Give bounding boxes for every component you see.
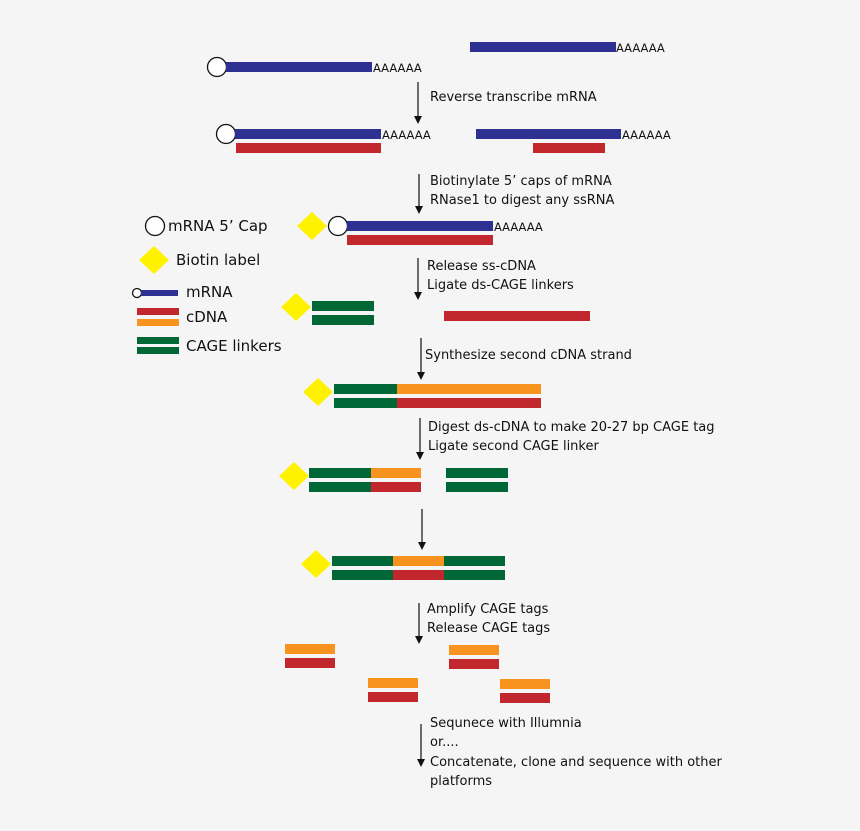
biotin-label-icon [297,212,327,240]
legend: mRNA 5’ Cap Biotin label mRNA cDNA CAGE … [131,215,282,355]
legend-cap-label: mRNA 5’ Cap [168,217,268,235]
stage-biotinylated: AAAAAA [297,212,543,245]
step-label: Sequnece with Illumnia [430,716,582,731]
cdna-swatch-orange [137,319,179,326]
step-label: Biotinylate 5’ caps of mRNA [430,174,612,189]
second-cage-linker [444,570,505,580]
stage-second-strand [303,378,541,408]
linker-swatch [137,347,179,354]
stage-ligated [301,550,505,580]
poly-a-tail: AAAAAA [373,61,422,75]
step-label: Digest ds-cDNA to make 20-27 bp CAGE tag [428,420,715,435]
mrna-cap-icon [131,287,143,299]
cdna-strand-partial [533,143,605,153]
second-cdna-strand [397,384,541,394]
cage-tag [393,570,444,580]
mrna-5-cap [327,215,349,237]
first-cdna-strand [397,398,541,408]
second-cage-linker [444,556,505,566]
linker-swatch [137,337,179,344]
step-label: Reverse transcribe mRNA [430,90,597,105]
legend-biotin-label: Biotin label [176,251,260,269]
legend-cdna-label: cDNA [186,308,228,326]
cage-linker [309,468,371,478]
cage-linker [312,315,374,325]
cage-tag [371,482,421,492]
stage-linkers [281,293,590,325]
second-cage-linker [446,468,508,478]
cage-tag [393,556,444,566]
cage-linker [334,384,397,394]
cage-linker [332,570,393,580]
step-label: platforms [430,774,492,789]
poly-a-tail: AAAAAA [622,128,671,142]
stage-released-tags [285,644,550,703]
cage-tag-top [285,644,335,654]
step-label: Release CAGE tags [427,621,550,636]
poly-a-tail: AAAAAA [616,41,665,55]
cdna-strand [347,235,493,245]
cap-icon [144,215,166,237]
mrna-5-cap [206,56,228,78]
biotin-label-icon [279,462,309,490]
mrna-strand-uncapped [476,129,621,139]
step-label: Synthesize second cDNA strand [425,348,632,363]
legend-linkers-label: CAGE linkers [186,337,282,355]
cage-tag-bottom [285,658,335,668]
cage-linker [332,556,393,566]
mrna-strand-uncapped [470,42,616,52]
cage-linker [309,482,371,492]
cage-tag-bottom [449,659,499,669]
step-label: Amplify CAGE tags [427,602,549,617]
cage-linker [312,301,374,311]
stage-digested [279,462,508,492]
cage-tag-bottom [500,693,550,703]
poly-a-tail: AAAAAA [382,128,431,142]
ss-cdna [444,311,590,321]
step-label: Concatenate, clone and sequence with oth… [430,755,722,770]
step-label: RNase1 to digest any ssRNA [430,193,615,208]
legend-mrna-label: mRNA [186,283,233,301]
mrna-swatch [141,290,178,296]
step-label: Ligate second CAGE linker [428,439,599,454]
mrna-5-cap [215,123,237,145]
biotin-label-icon [281,293,311,321]
cdna-strand [236,143,381,153]
step-label: Release ss-cDNA [427,259,536,274]
mrna-strand [347,221,493,231]
step-label: Ligate ds-CAGE linkers [427,278,574,293]
cage-tag [371,468,421,478]
step-label: or.... [430,735,459,750]
cage-tag-bottom [368,692,418,702]
cage-tag-top [500,679,550,689]
cage-tag-top [449,645,499,655]
second-cage-linker [446,482,508,492]
mrna-strand [226,62,372,72]
poly-a-tail: AAAAAA [494,220,543,234]
biotin-label-icon [301,550,331,578]
biotin-label-icon [303,378,333,406]
stage-mrna: AAAAAA AAAAAA [206,41,665,78]
mrna-strand [235,129,381,139]
cage-linker [334,398,397,408]
cdna-swatch-red [137,308,179,315]
cage-tag-top [368,678,418,688]
stage-rt: AAAAAA AAAAAA [215,123,671,153]
biotin-label-icon [139,246,169,274]
